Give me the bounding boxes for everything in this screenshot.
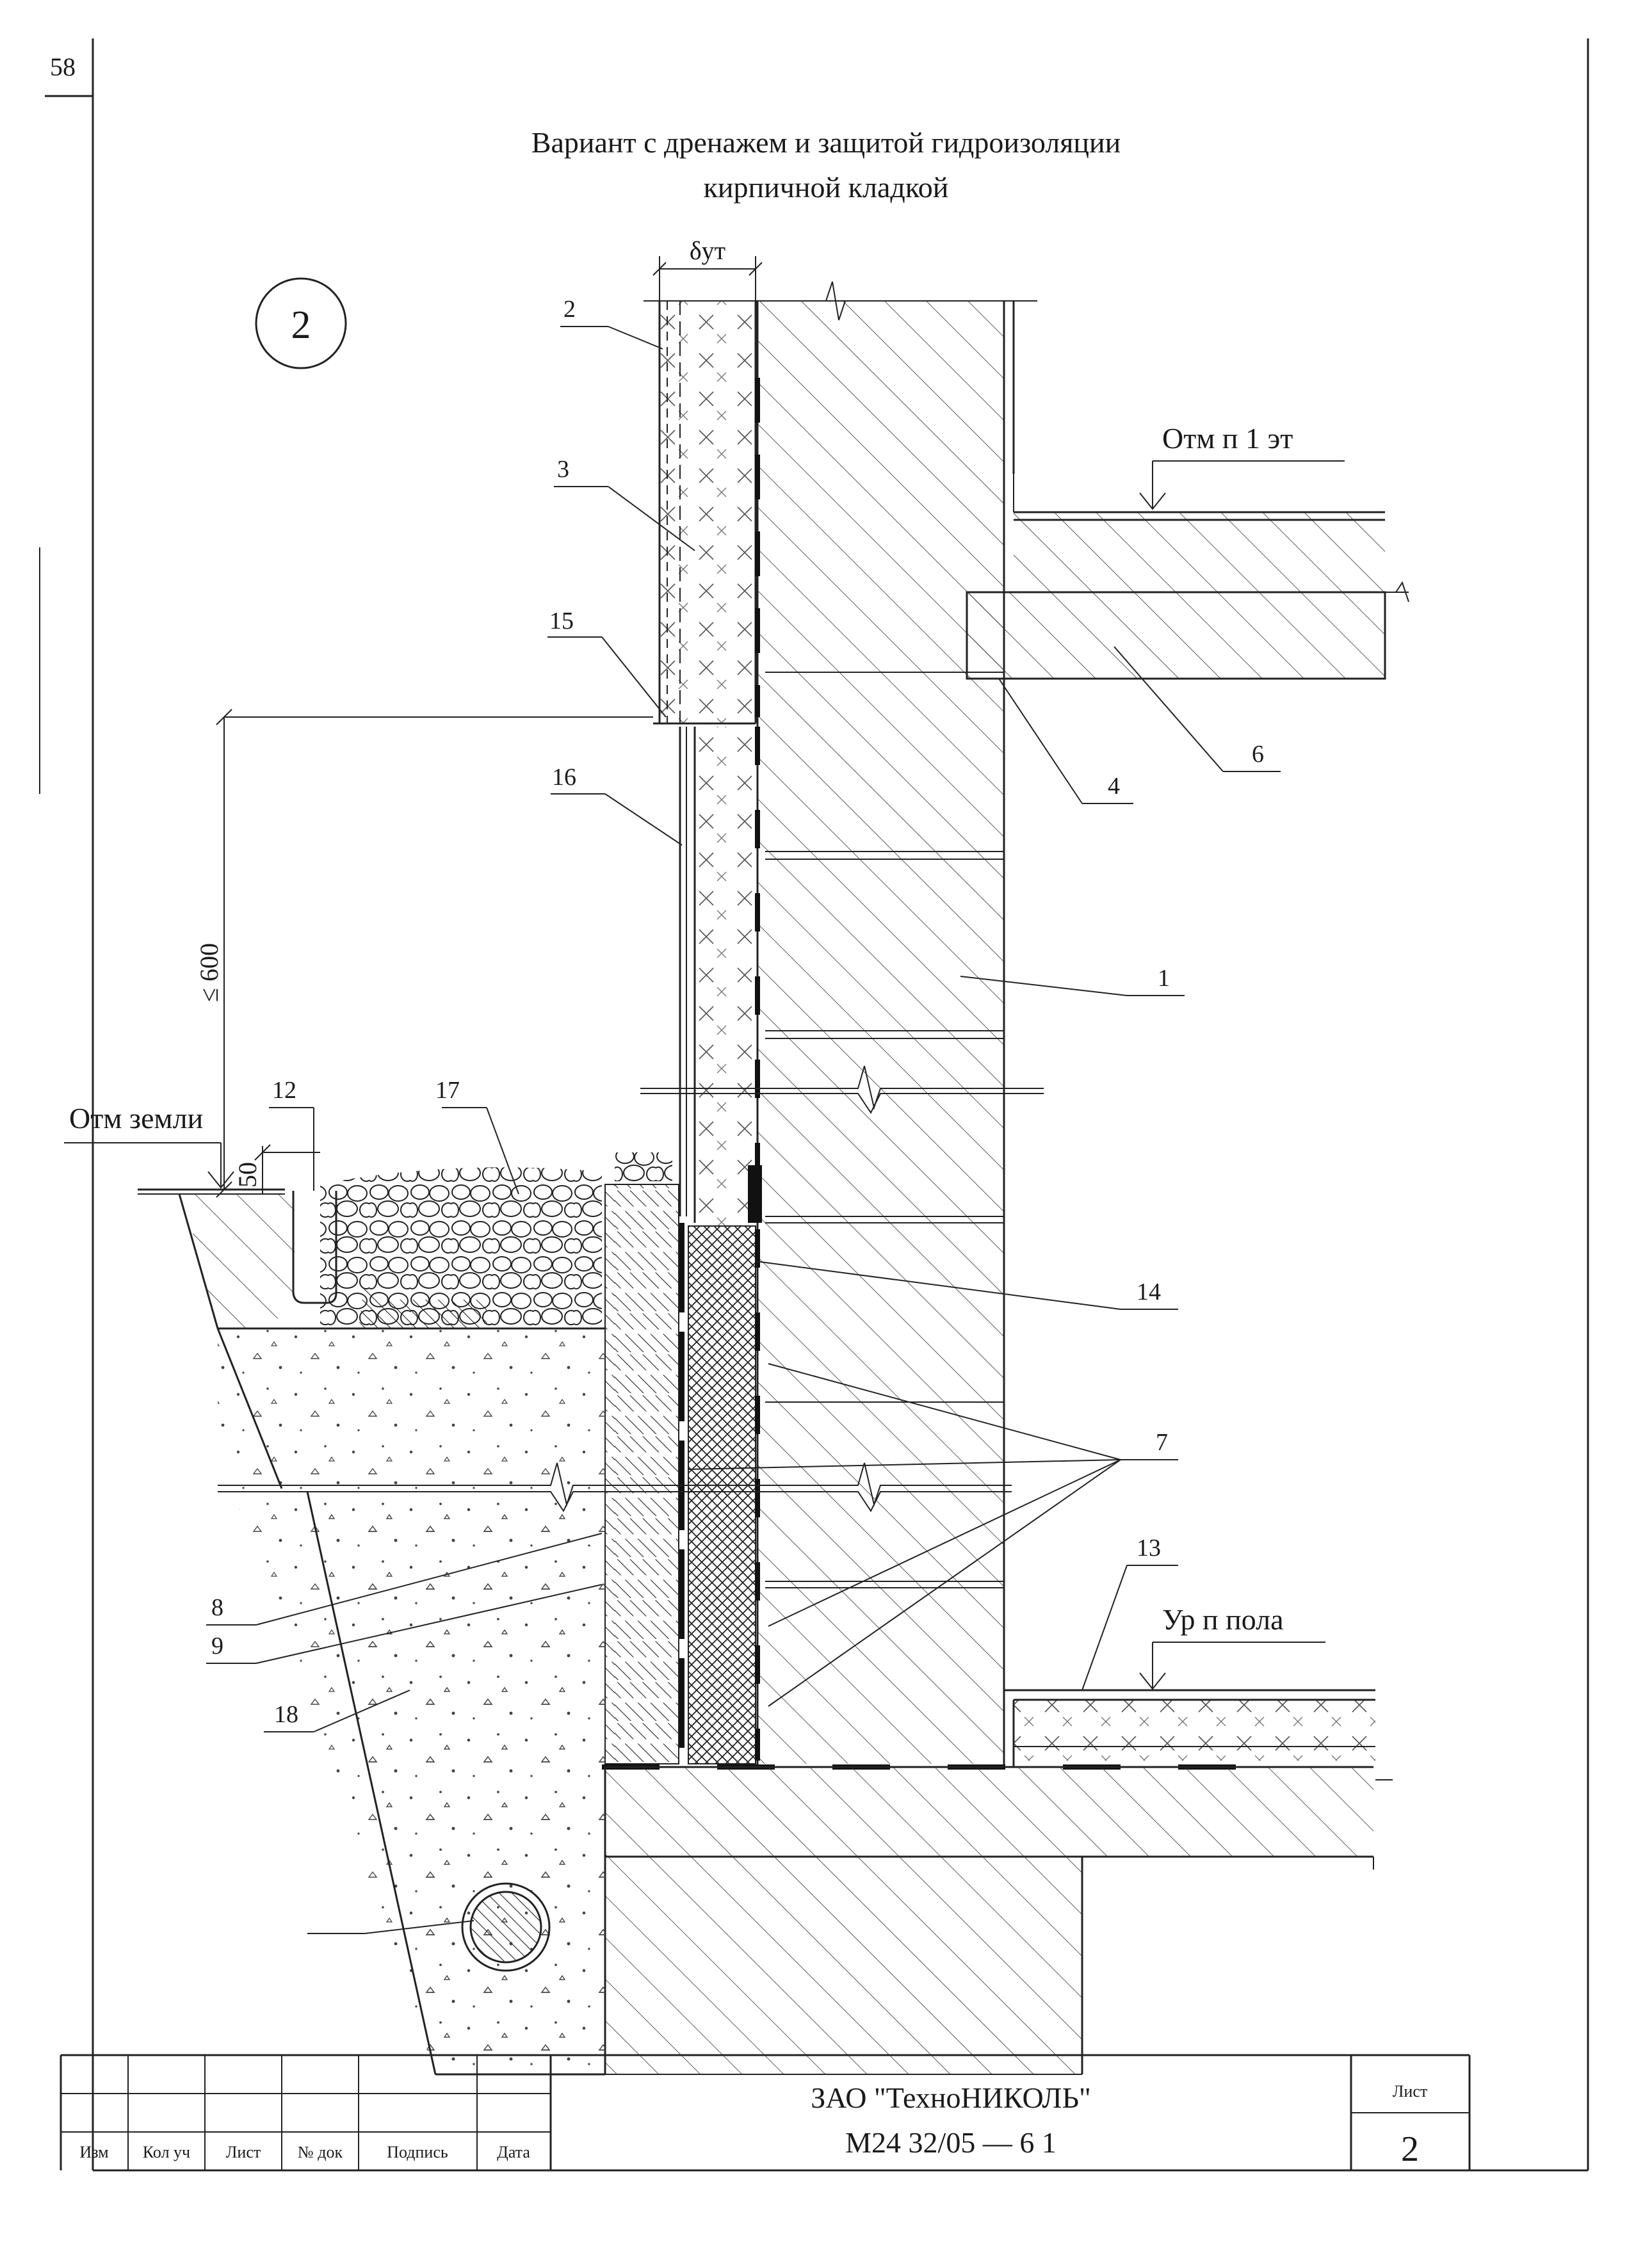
col-kol-uch: Кол уч [143, 2143, 190, 2161]
callout-6: 6 [1252, 741, 1264, 768]
document-code: М24 32/05 — 6 1 [845, 2126, 1057, 2159]
callout-8: 8 [211, 1594, 223, 1621]
brick-protection-wall [604, 1184, 684, 1764]
level-label-floor1: Отм п 1 эт [1162, 422, 1293, 455]
callout-16: 17 [435, 1077, 460, 1104]
edge-curb [292, 1191, 337, 1304]
upper-insulation [644, 300, 1037, 725]
drawing-title-line-1: Вариант с дренажем и защитой гидроизоляц… [531, 126, 1121, 159]
level-marker-ground: Отм земли [64, 1102, 234, 1189]
floor-buildup [1004, 1689, 1375, 1767]
level-marker-floor: Ур п пола [1139, 1603, 1325, 1690]
title-block-columns: Изм Кол уч Лист № док Подпись Дата [79, 2143, 530, 2161]
callout-leaders [206, 326, 1281, 1934]
col-doc-no: № док [298, 2143, 343, 2161]
waterproofing-membrane [602, 378, 1281, 1770]
callout-14: 15 [549, 608, 574, 634]
callout-13: 14 [1137, 1279, 1161, 1305]
footing-slab [604, 1766, 1373, 2075]
title-block [60, 2054, 1471, 2170]
dimension-max-600: ≤ 600 [195, 943, 223, 1002]
detail-number: 2 [291, 303, 311, 347]
callout-4: 4 [1108, 773, 1120, 800]
company-name: ЗАО "ТехноНИКОЛЬ" [811, 2081, 1091, 2114]
lower-insulation [679, 727, 756, 1226]
page-number: 58 [50, 52, 76, 81]
ground-surface [138, 1188, 487, 1328]
sheet-frame [45, 38, 1589, 2172]
height-dimension: ≤ 600 [195, 709, 653, 1198]
delta-label: δут [690, 236, 725, 265]
callout-9: 9 [211, 1633, 223, 1659]
callout-15: 16 [552, 764, 576, 791]
break-lines [218, 281, 1409, 1869]
gravel-drainage-layer [320, 1152, 672, 1328]
col-izm: Изм [79, 2143, 108, 2161]
dimension-50: 50 [233, 1162, 262, 1188]
protective-layer [688, 1225, 756, 1764]
gap-dimension: 50 [233, 1144, 320, 1194]
callout-12: 13 [1137, 1535, 1161, 1562]
callout-17: 18 [274, 1701, 298, 1728]
callout-1: 1 [1158, 965, 1170, 992]
foundation-wall [756, 301, 1015, 1767]
callout-11: 12 [272, 1077, 296, 1104]
floor-slab [966, 474, 1409, 680]
drawing-title-line-2: кирпичной кладкой [704, 171, 949, 204]
drain-pipe [461, 1882, 551, 1972]
sheet-label: Лист [1393, 2082, 1427, 2101]
sheet-number: 2 [1401, 2129, 1419, 2169]
callout-7: 7 [1156, 1429, 1168, 1456]
level-label-floor: Ур п пола [1162, 1603, 1284, 1636]
callout-3: 3 [557, 456, 569, 483]
col-date: Дата [497, 2143, 530, 2161]
callout-2: 2 [563, 296, 576, 323]
level-label-ground: Отм земли [69, 1102, 203, 1134]
insulation-thickness-dimension: δут [652, 236, 763, 301]
col-list: Лист [226, 2143, 261, 2161]
callout-labels: 2 3 15 16 4 6 1 14 7 13 8 9 12 17 18 [211, 296, 1264, 1728]
col-signature: Подпись [387, 2143, 448, 2161]
level-marker-floor1: Отм п 1 эт [1139, 422, 1345, 510]
detail-marker: 2 [255, 277, 347, 369]
